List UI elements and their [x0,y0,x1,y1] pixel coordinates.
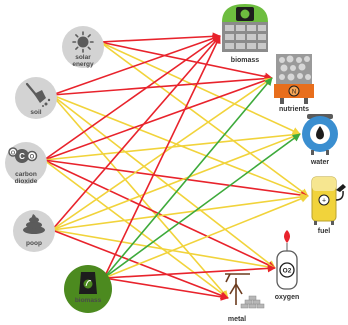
source-label-biomass: biomass [75,297,102,304]
arrow-soil-to-nutrients [51,74,273,96]
svg-text:+: + [322,198,326,205]
biomass-bag-icon [79,272,97,294]
output-label-biomass: biomass [231,57,260,64]
arrow-biomass-to-water [103,133,301,279]
output-label-water: water [310,159,330,166]
arrow-biomass-to-oxygen [103,264,276,279]
source-node-co2: C O O carbon dioxide [5,142,47,185]
arrow-poop-to-biomass [51,35,221,231]
arrow-co2-to-fuel [43,159,309,199]
co2-icon: C O O [8,147,38,163]
source-node-soil: soil [15,77,57,119]
arrow-soil-to-oxygen [51,94,276,269]
mine-derrick-icon [225,273,265,309]
shovel-icon [25,82,51,107]
arrow-poop-to-nutrients [51,77,273,231]
source-node-biomass: biomass [64,265,112,313]
output-label-oxygen: oxygen [275,294,300,301]
nutrient-crate-icon: N [274,54,314,104]
arrow-solar-to-biomass [99,32,221,43]
source-label-co2-1: carbon [15,171,37,178]
svg-text:O: O [30,155,35,161]
svg-text:O: O [11,151,16,157]
output-node-biomass: biomass [222,4,268,64]
source-label-poop: poop [26,240,42,247]
water-tank-icon [302,114,338,155]
output-label-metal: metal [228,316,246,323]
output-label-nutrients: nutrients [279,106,309,113]
arrow-co2-to-metal [43,159,229,299]
arrow-poop-to-fuel [51,192,309,231]
connection-arrows [43,32,309,301]
arrow-co2-to-oxygen [43,159,276,269]
arrow-poop-to-water [51,132,301,231]
arrow-poop-to-oxygen [51,229,276,271]
svg-text:N: N [292,90,296,96]
arrow-solar-to-fuel [99,41,309,197]
output-node-metal: metal [225,273,265,323]
source-label-soil: soil [30,109,41,116]
arrow-co2-to-biomass [43,35,221,161]
fuel-tank-icon: + [311,176,346,225]
source-label-solar-2: energy [72,61,94,68]
arrow-biomass-to-nutrients [103,77,273,279]
output-node-water: water [302,114,338,166]
arrow-solar-to-water [99,41,301,135]
algae-crate-icon [222,4,268,52]
oxygen-symbol: O2 [283,268,292,275]
output-node-fuel: + fuel [311,176,346,235]
source-node-poop: poop [13,210,55,252]
arrow-biomass-to-metal [103,277,229,301]
poop-icon [23,214,45,234]
sun-icon [72,31,94,53]
source-node-solar: solar energy [62,26,104,68]
source-label-co2-2: dioxide [15,178,38,185]
output-node-oxygen: O2 oxygen [275,230,300,301]
oxygen-canister-icon: O2 [276,230,298,290]
output-label-fuel: fuel [318,228,331,235]
output-node-nutrients: N nutrients [274,54,314,113]
svg-text:C: C [19,152,25,161]
source-label-solar-1: solar [75,54,91,61]
arrow-soil-to-biomass [51,34,221,96]
arrow-co2-to-nutrients [43,76,273,161]
arrow-biomass-to-fuel [103,194,309,279]
arrow-biomass-to-biomass [103,35,221,279]
